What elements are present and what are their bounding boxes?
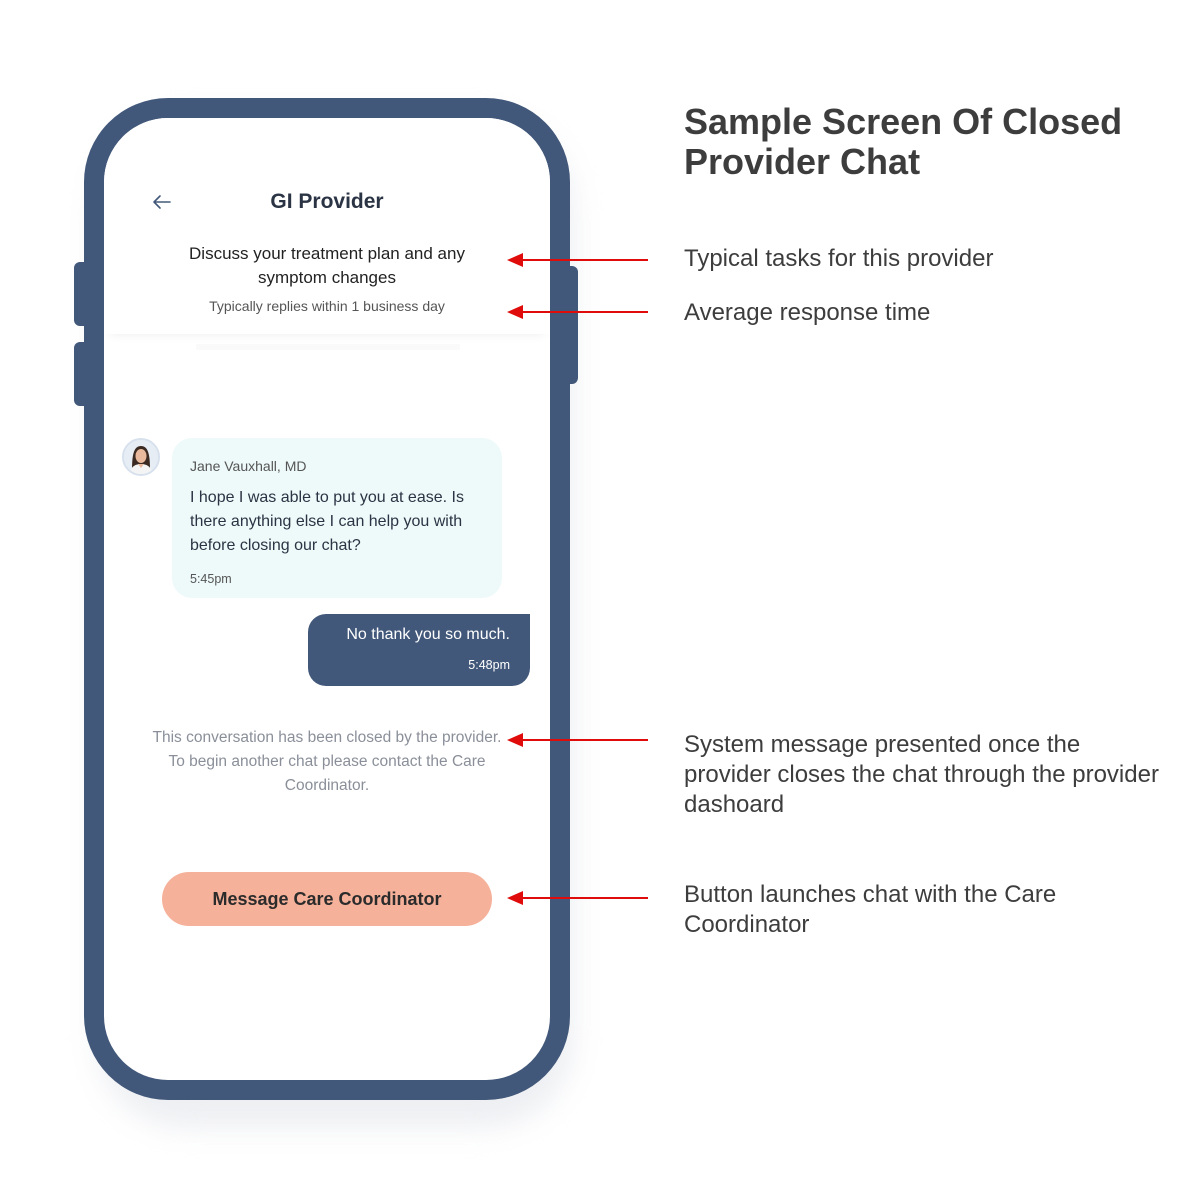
annotation-tasks: Typical tasks for this provider [684,245,994,272]
phone-screen: GI Provider Discuss your treatment plan … [104,118,550,1080]
chat-header: GI Provider Discuss your treatment plan … [104,118,550,334]
arrow-left-icon [507,253,649,267]
chat-title: GI Provider [270,190,384,213]
message-text: No thank you so much. [346,626,510,643]
response-time: Typically replies within 1 business day [209,298,445,314]
message-sender: Jane Vauxhall, MD [190,458,307,474]
arrow-left-icon [507,891,649,905]
message-time: 5:45pm [190,572,232,586]
annotation-button: Button launches chat with the Care Coord… [684,881,1057,938]
arrow-left-icon [507,305,649,319]
provider-avatar [122,438,160,476]
annotation-system-message: System message presented once the provid… [684,731,1159,818]
page-title: Sample Screen Of Closed Provider Chat [684,101,1123,182]
arrow-left-icon[interactable] [148,190,176,214]
message-text: I hope I was able to put you at ease. Is… [190,489,464,554]
divider [196,344,460,350]
message-care-coordinator-button[interactable]: Message Care Coordinator [162,872,492,926]
incoming-message-bubble: Jane Vauxhall, MD I hope I was able to p… [172,438,502,598]
provider-tasks: Discuss your treatment plan and any symp… [189,244,465,287]
arrow-left-icon [507,733,649,747]
annotation-response-time: Average response time [684,299,931,326]
message-time: 5:48pm [468,658,510,672]
system-message: This conversation has been closed by the… [152,729,502,794]
outgoing-message-bubble: No thank you so much. 5:48pm [308,614,530,686]
